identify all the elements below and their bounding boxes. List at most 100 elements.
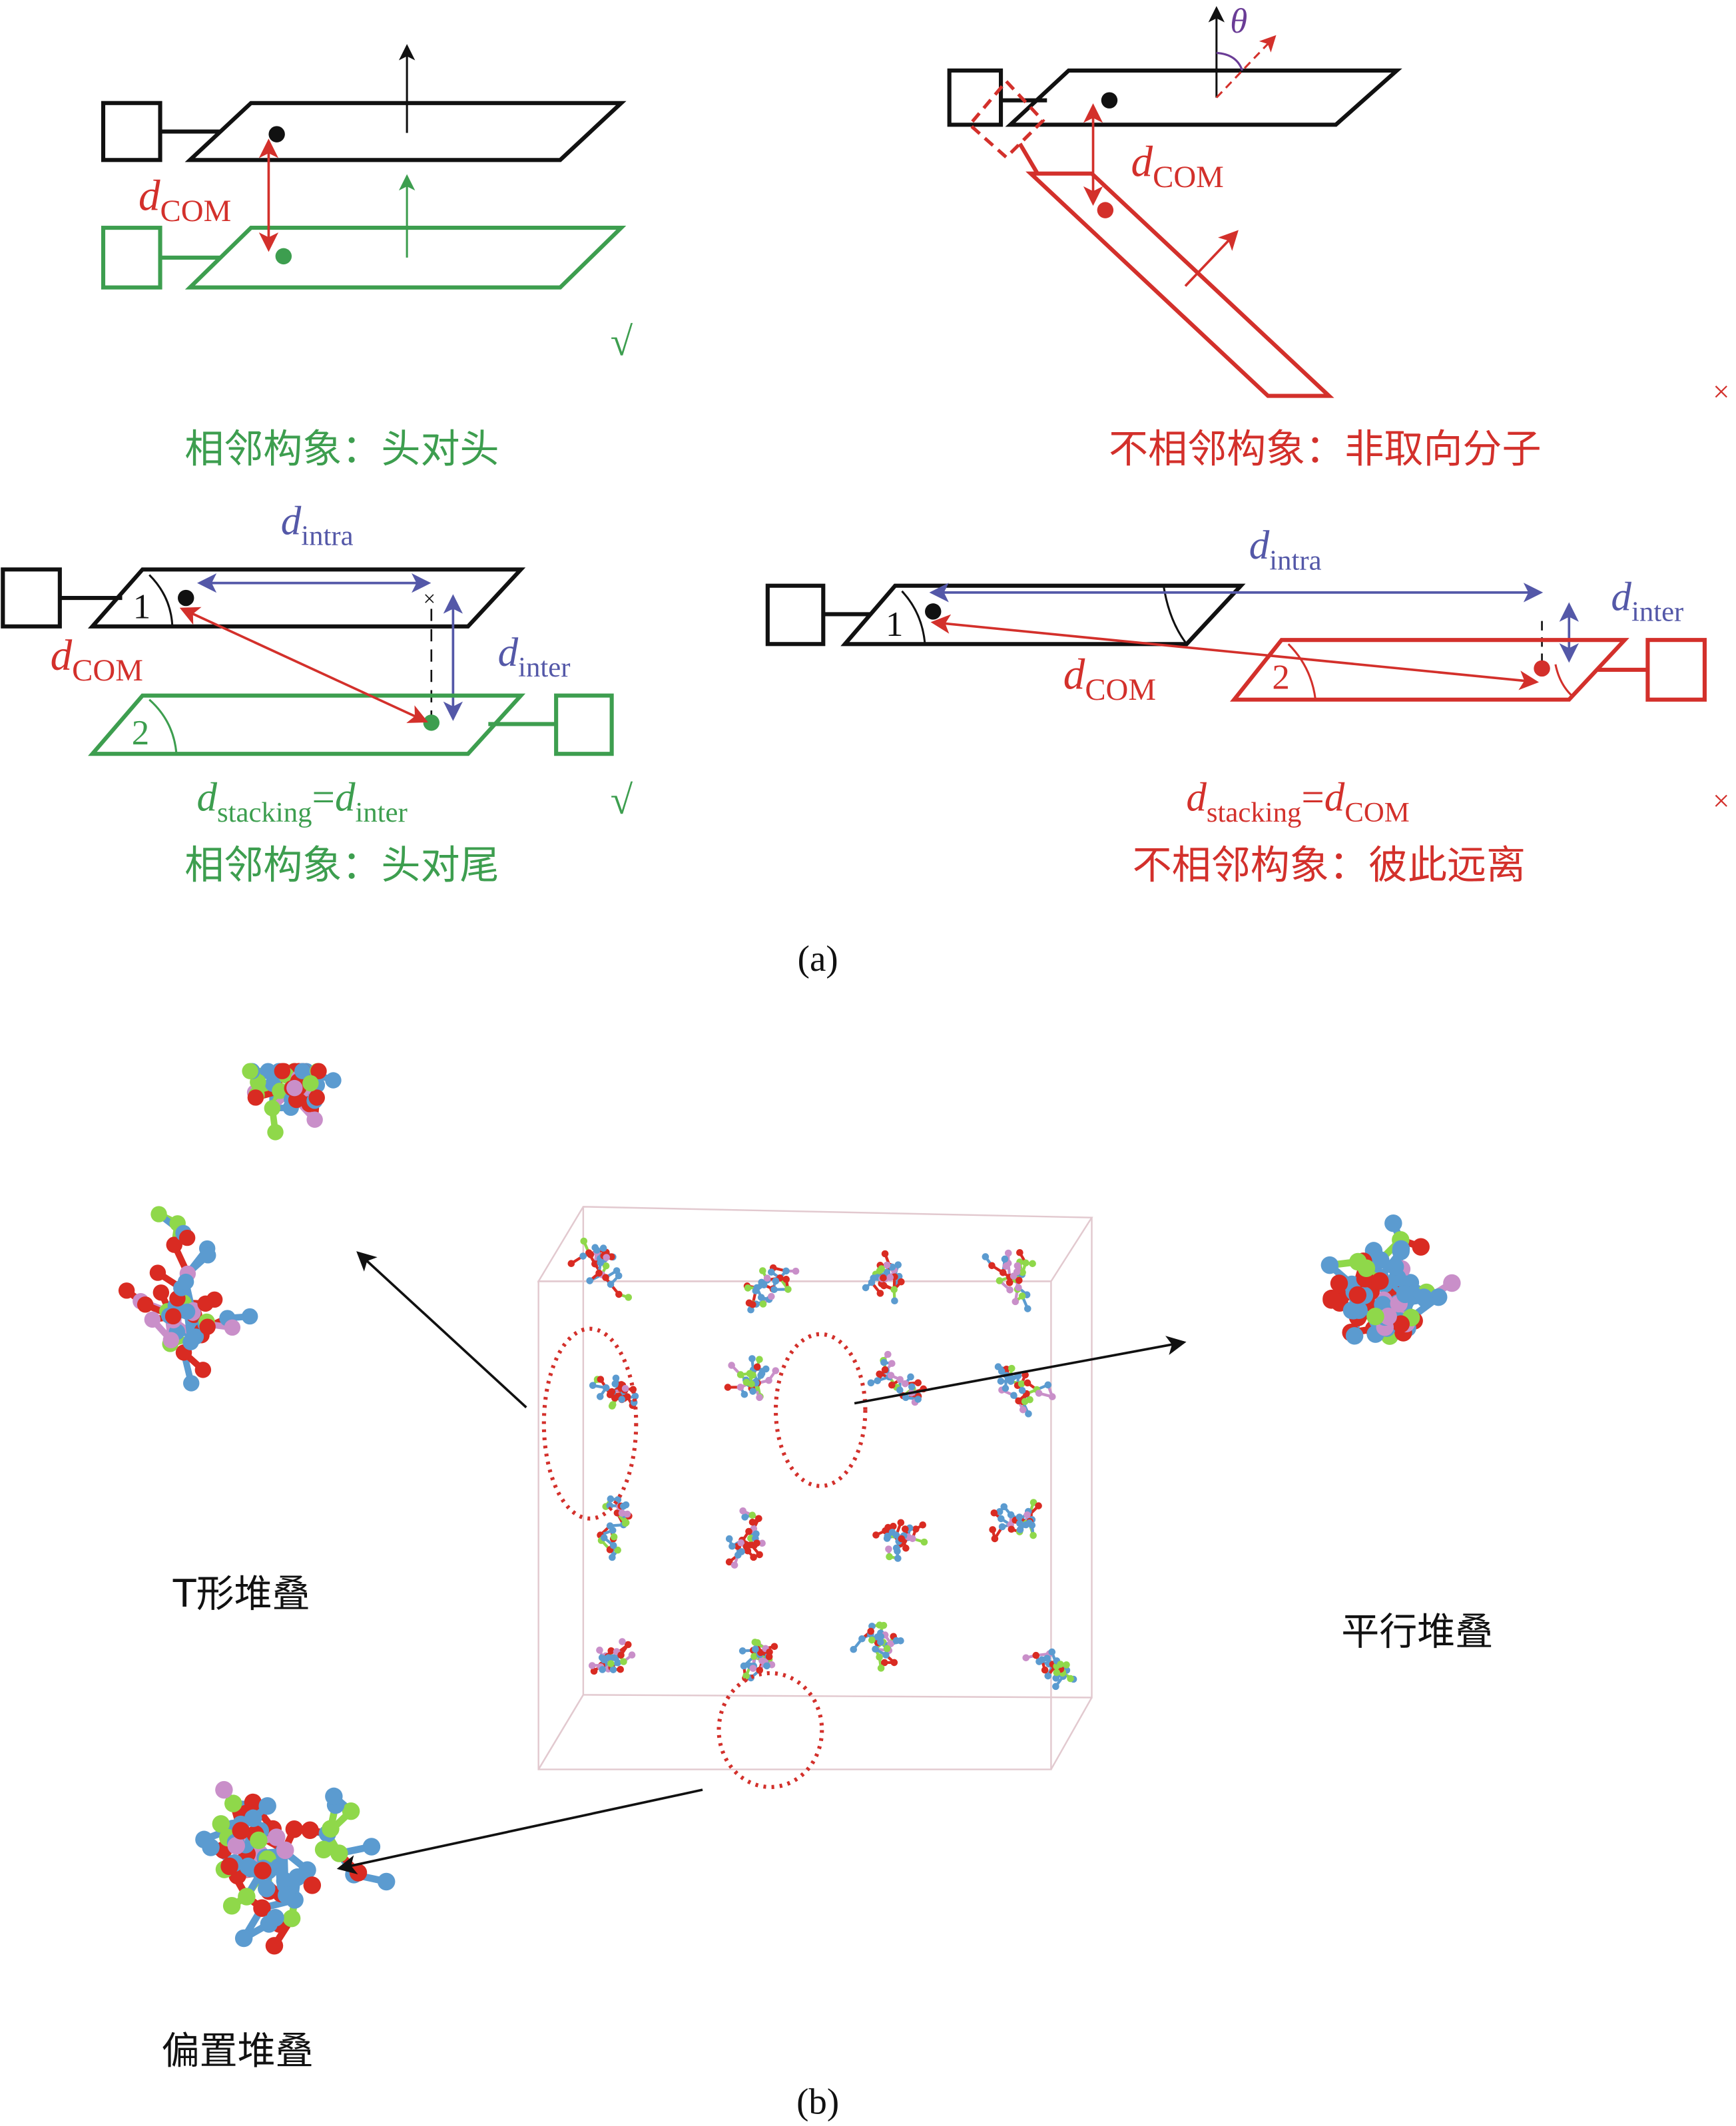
- atom: [902, 1394, 910, 1402]
- molecule-1-number: 1: [133, 588, 150, 627]
- atom: [591, 1260, 599, 1268]
- theta-arc: [1216, 51, 1243, 71]
- atom: [144, 1311, 161, 1328]
- simulation-cluster: [724, 1355, 780, 1402]
- atom: [757, 1294, 765, 1301]
- atom: [782, 1276, 790, 1283]
- stacking-equation: dstacking=dinter: [197, 776, 408, 828]
- atom: [872, 1645, 879, 1653]
- atom: [867, 1379, 875, 1387]
- dcom-label: dCOM: [51, 632, 143, 688]
- atom: [1023, 1379, 1031, 1387]
- atom: [1016, 1526, 1024, 1533]
- atom: [285, 1820, 304, 1838]
- simulation-cluster: [872, 1519, 928, 1562]
- atom: [1372, 1251, 1390, 1269]
- atom: [625, 1294, 633, 1301]
- atom: [757, 1649, 764, 1657]
- parallel-stack-molecule: [1320, 1214, 1461, 1345]
- atom: [1019, 1406, 1027, 1414]
- atom: [182, 1334, 199, 1350]
- atom: [768, 1268, 775, 1276]
- atom: [792, 1267, 800, 1275]
- atom: [748, 1518, 756, 1526]
- stacking-equation: dstacking=dCOM: [1186, 776, 1409, 828]
- atom: [755, 1515, 762, 1522]
- atom: [247, 1089, 264, 1106]
- atom: [1015, 1513, 1023, 1521]
- tilted-molecule-com-dot: [1097, 202, 1114, 218]
- atom: [868, 1636, 876, 1644]
- atom: [770, 1286, 778, 1294]
- non-oriented-caption: 不相邻构象：非取向分子: [1109, 425, 1542, 471]
- atom: [619, 1638, 626, 1645]
- molecule-1-tail-box: [947, 68, 1004, 127]
- atom: [330, 1844, 348, 1862]
- atom: [888, 1360, 896, 1368]
- atom: [1008, 1364, 1015, 1372]
- atom: [220, 1857, 238, 1876]
- atom: [607, 1280, 615, 1288]
- atom: [850, 1645, 858, 1653]
- molecule-1-tail-box: [101, 101, 162, 162]
- atom: [615, 1272, 623, 1280]
- atom: [137, 1296, 154, 1313]
- atom: [618, 1396, 626, 1404]
- atom: [753, 1539, 760, 1547]
- atom: [740, 1390, 748, 1398]
- atom: [588, 1662, 596, 1669]
- atom: [1015, 1284, 1022, 1292]
- atom: [1320, 1256, 1339, 1274]
- dinter-label: dinter: [498, 631, 571, 683]
- molecule-2-com-dot: [275, 248, 292, 265]
- simulation-cluster: [850, 1621, 904, 1672]
- atom: [914, 1379, 922, 1387]
- atom: [596, 1647, 603, 1654]
- atom: [982, 1253, 990, 1260]
- atom: [215, 1780, 233, 1799]
- atom: [579, 1252, 587, 1260]
- offset-stack-pointer-arrow: [336, 1788, 703, 1874]
- atom: [621, 1384, 629, 1392]
- molecule-1-tail-box: [765, 583, 826, 647]
- simulation-cluster: [589, 1374, 639, 1410]
- atom: [308, 1089, 325, 1106]
- atom: [183, 1375, 200, 1392]
- atom: [730, 1561, 738, 1569]
- atom: [756, 1551, 763, 1559]
- atom: [1345, 1327, 1364, 1345]
- atom: [1025, 1410, 1032, 1418]
- molecule-2-number: 2: [1272, 658, 1289, 696]
- simulation-cluster: [588, 1638, 636, 1675]
- atom: [998, 1368, 1006, 1375]
- atom: [999, 1269, 1007, 1276]
- atom: [607, 1660, 615, 1667]
- atom: [898, 1535, 906, 1543]
- atom: [1043, 1655, 1051, 1662]
- atom: [886, 1274, 894, 1281]
- atom: [1013, 1268, 1021, 1276]
- atom: [212, 1815, 230, 1833]
- atom: [1028, 1521, 1036, 1529]
- atom: [725, 1558, 733, 1566]
- atom: [197, 1295, 214, 1312]
- head-to-head-caption: 相邻构象：头对头: [184, 425, 499, 471]
- atom: [623, 1510, 631, 1518]
- molecule-2-tail-box: [101, 226, 162, 290]
- molecular-structures: [118, 1063, 1461, 1955]
- atom: [1038, 1656, 1045, 1664]
- t-stack-molecule-top: [242, 1063, 342, 1141]
- molecule-1-com-dot: [1101, 92, 1118, 109]
- atom: [880, 1621, 888, 1629]
- atom: [1006, 1286, 1013, 1294]
- atom: [611, 1380, 619, 1388]
- atom: [599, 1666, 606, 1673]
- atom: [892, 1544, 900, 1552]
- head-to-head-diagram: [101, 44, 627, 290]
- atom: [897, 1519, 905, 1527]
- atom: [884, 1532, 892, 1540]
- atom: [734, 1551, 742, 1559]
- atom: [760, 1281, 768, 1289]
- molecule-1-plane: [184, 101, 627, 162]
- atom: [883, 1268, 891, 1276]
